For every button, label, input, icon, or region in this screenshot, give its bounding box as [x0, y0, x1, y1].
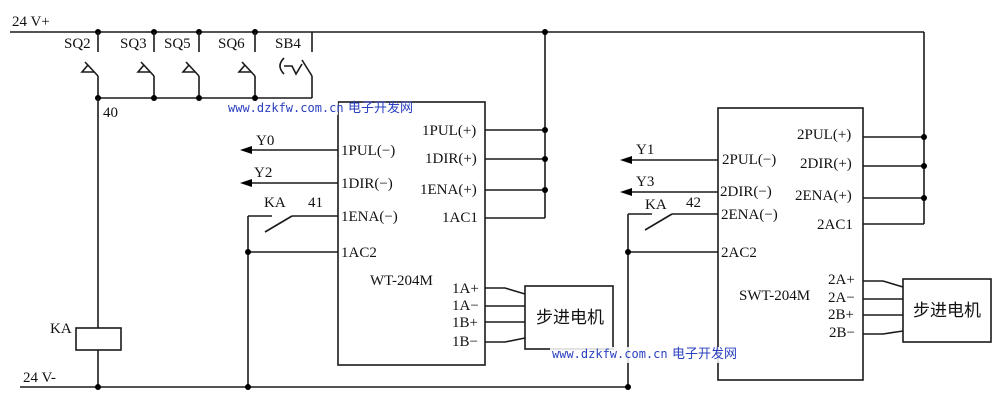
watermark-url: www.dzkfw.com.cn — [228, 101, 344, 115]
motor-pin-label: 2B− — [829, 325, 855, 341]
limit-switch-sq5: SQ5 — [164, 29, 202, 101]
pin-label: 2AC1 — [817, 217, 853, 233]
node-label-42: 42 — [686, 195, 701, 211]
switch-label: SQ3 — [120, 36, 147, 52]
motor-pin-label: 1B− — [452, 334, 478, 350]
signal-y3: Y3 — [636, 174, 654, 190]
positive-rail-label: 24 V+ — [12, 14, 50, 30]
pin-label: 2PUL(+) — [797, 127, 851, 143]
pin-label: 1AC2 — [341, 245, 377, 261]
pin-label: 2DIR(−) — [720, 184, 772, 200]
motor-pin-label: 1B+ — [452, 315, 478, 331]
stepper-motor-2: 步进电机 — [902, 278, 992, 343]
driver-model: WT-204M — [370, 273, 433, 289]
motor-pin-label: 1A+ — [452, 281, 479, 297]
limit-switch-sq6: SQ6 — [218, 29, 258, 101]
stepper-motor-1: 步进电机 — [524, 285, 614, 350]
signal-y0: Y0 — [256, 133, 274, 149]
pin-label: 2ENA(+) — [795, 188, 852, 204]
relay-contact-label: KA — [645, 197, 667, 213]
motor-label: 步进电机 — [913, 301, 981, 321]
relay-coil: KA — [50, 98, 122, 390]
pin-label: 1PUL(+) — [422, 123, 476, 139]
motor-pin-label: 2A+ — [828, 272, 855, 288]
negative-rail: 24 V- — [20, 370, 628, 388]
negative-rail-label: 24 V- — [23, 370, 56, 386]
pin-label: 2DIR(+) — [800, 156, 852, 172]
switch-label: SQ5 — [164, 36, 191, 52]
motor-pin-label: 2A− — [828, 290, 855, 306]
relay-contact-label: KA — [264, 195, 286, 211]
switch-label: SB4 — [275, 36, 301, 52]
relay-contact-2: KA 42 — [625, 195, 718, 390]
watermark-url: www.dzkfw.com.cn — [552, 347, 668, 361]
switch-label: SQ6 — [218, 36, 245, 52]
signal-y2: Y2 — [254, 165, 272, 181]
positive-rail: 24 V+ — [10, 14, 925, 224]
motor-pin-label: 2B+ — [828, 307, 854, 323]
pin-label: 1ENA(+) — [420, 182, 477, 198]
pin-label: 1DIR(+) — [425, 151, 477, 167]
signal-y1: Y1 — [636, 142, 654, 158]
push-button-sb4: SB4 — [275, 32, 313, 98]
watermark-site: 电子开发网 — [672, 346, 737, 362]
switch-bank: SQ2 SQ3 SQ5 — [64, 29, 313, 121]
pin-label: 2PUL(−) — [722, 152, 776, 168]
limit-switch-sq3: SQ3 — [120, 29, 157, 101]
stepper-driver-2: SWT-204M Y1 2PUL(−) Y3 2DIR(−) KA 42 2EN… — [620, 107, 927, 390]
driver-model: SWT-204M — [739, 288, 810, 304]
watermark-top: www.dzkfw.com.cn 电子开发网 — [226, 100, 413, 116]
pin-label: 2AC2 — [721, 245, 757, 261]
relay-coil-label: KA — [50, 321, 72, 337]
stepper-driver-1: WT-204M Y0 1PUL(−) Y2 1DIR(−) KA 41 1ENA… — [240, 29, 548, 390]
motor-label: 步进电机 — [536, 308, 604, 328]
limit-switch-sq2: SQ2 — [64, 29, 101, 101]
switch-label: SQ2 — [64, 36, 91, 52]
node-label-40: 40 — [103, 105, 118, 121]
watermark-site: 电子开发网 — [348, 100, 413, 116]
node-label-41: 41 — [308, 195, 323, 211]
pin-label: 1ENA(−) — [341, 209, 398, 225]
pin-label: 1AC1 — [442, 210, 478, 226]
watermark-bottom: www.dzkfw.com.cn 电子开发网 — [550, 346, 740, 363]
pin-label: 1PUL(−) — [341, 143, 395, 159]
relay-contact-1: KA 41 — [245, 195, 338, 390]
motor-pin-label: 1A− — [452, 298, 479, 314]
pin-label: 2ENA(−) — [721, 207, 778, 223]
pin-label: 1DIR(−) — [341, 176, 393, 192]
